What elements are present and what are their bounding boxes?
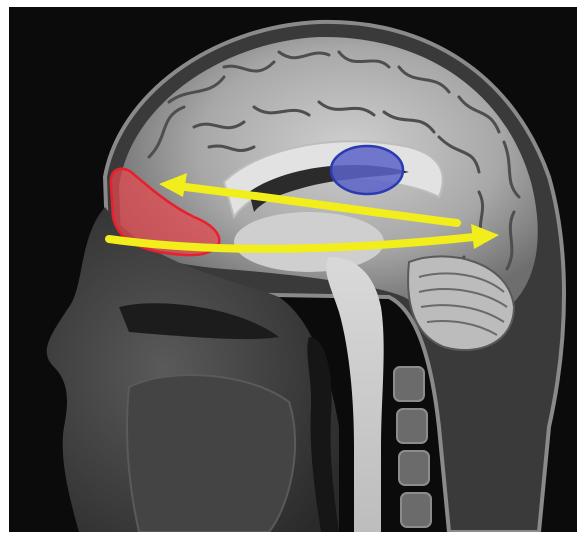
thalamus — [234, 212, 384, 272]
blue-highlight-region — [331, 146, 403, 194]
mri-scan-drawing — [9, 7, 577, 532]
mri-image — [9, 7, 577, 532]
tongue — [127, 375, 295, 532]
